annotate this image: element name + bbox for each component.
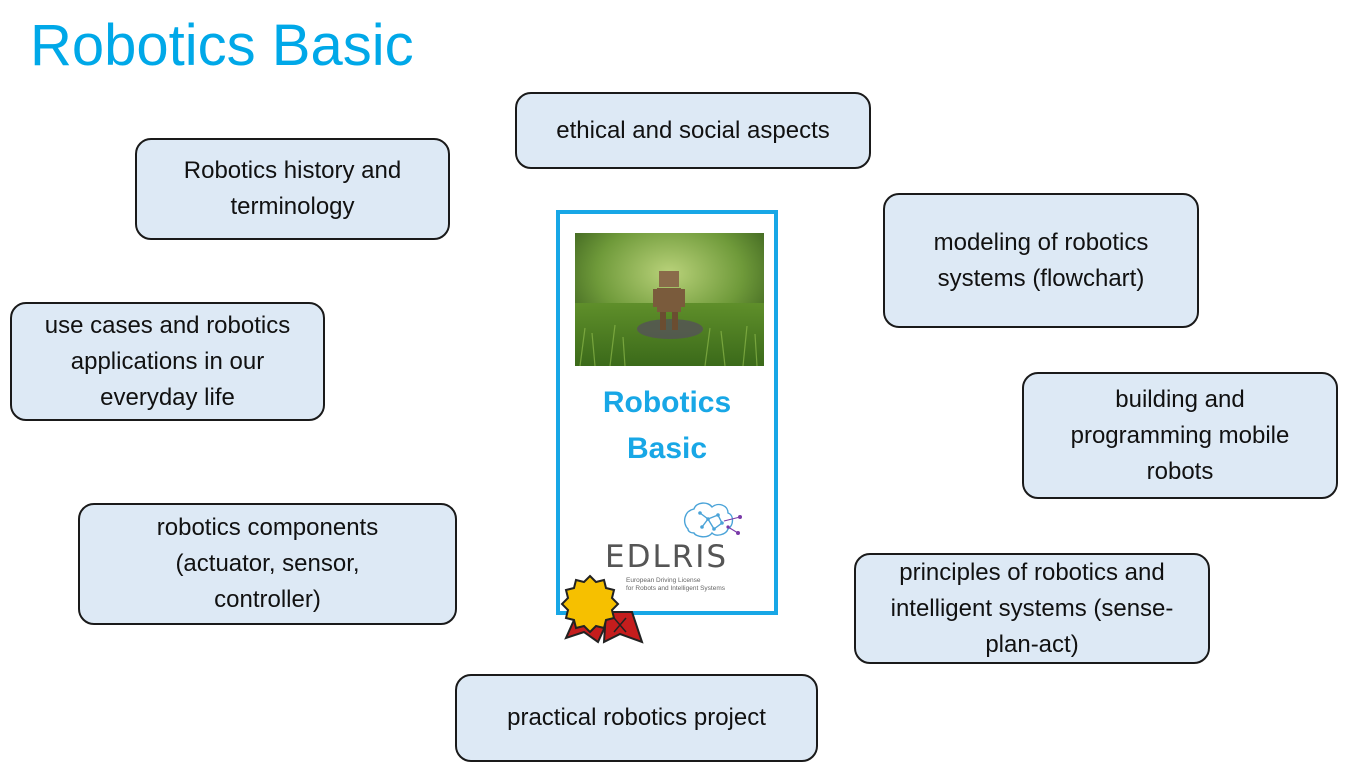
edlris-subtitle-line2: for Robots and Intelligent Systems	[626, 585, 725, 592]
edlris-subtitle-line1: European Driving License	[626, 577, 701, 584]
topic-components: robotics components (actuator, sensor, c…	[78, 503, 457, 625]
topic-principles-label: principles of robotics and intelligent s…	[890, 558, 1174, 658]
topic-history-terminology: Robotics history and terminology	[135, 138, 450, 240]
topic-components-label: robotics components (actuator, sensor, c…	[156, 514, 379, 613]
topic-modeling-label: modeling of robotics systems (flowchart)	[933, 228, 1149, 292]
robot-photo	[575, 233, 764, 366]
topic-practical-project: practical robotics project	[455, 674, 818, 762]
edlris-logo-text: EDLRIS	[605, 539, 729, 575]
topic-building-programming: building and programming mobile robots	[1022, 372, 1338, 499]
topic-use-cases: use cases and robotics applications in o…	[10, 302, 325, 421]
card-title-line1: Robotics	[602, 386, 732, 419]
course-card: Robotics Basic EDLRIS European Driving L…	[556, 210, 778, 615]
topic-principles: principles of robotics and intelligent s…	[854, 553, 1210, 664]
award-badge-icon	[556, 572, 648, 644]
topic-building-label: building and programming mobile robots	[1070, 385, 1290, 485]
topic-use-cases-label: use cases and robotics applications in o…	[44, 311, 291, 411]
card-title-line2: Basic	[626, 432, 708, 465]
edlris-logo-subtitle: European Driving License for Robots and …	[626, 577, 746, 593]
topic-modeling: modeling of robotics systems (flowchart)	[883, 193, 1199, 328]
topic-ethical-label: ethical and social aspects	[556, 116, 830, 144]
topic-ethical-social: ethical and social aspects	[515, 92, 871, 169]
page-title: Robotics Basic	[30, 13, 414, 78]
topic-project-label: practical robotics project	[507, 704, 766, 731]
topic-history-label: Robotics history and terminology	[183, 157, 402, 220]
brain-network-icon	[680, 499, 742, 543]
